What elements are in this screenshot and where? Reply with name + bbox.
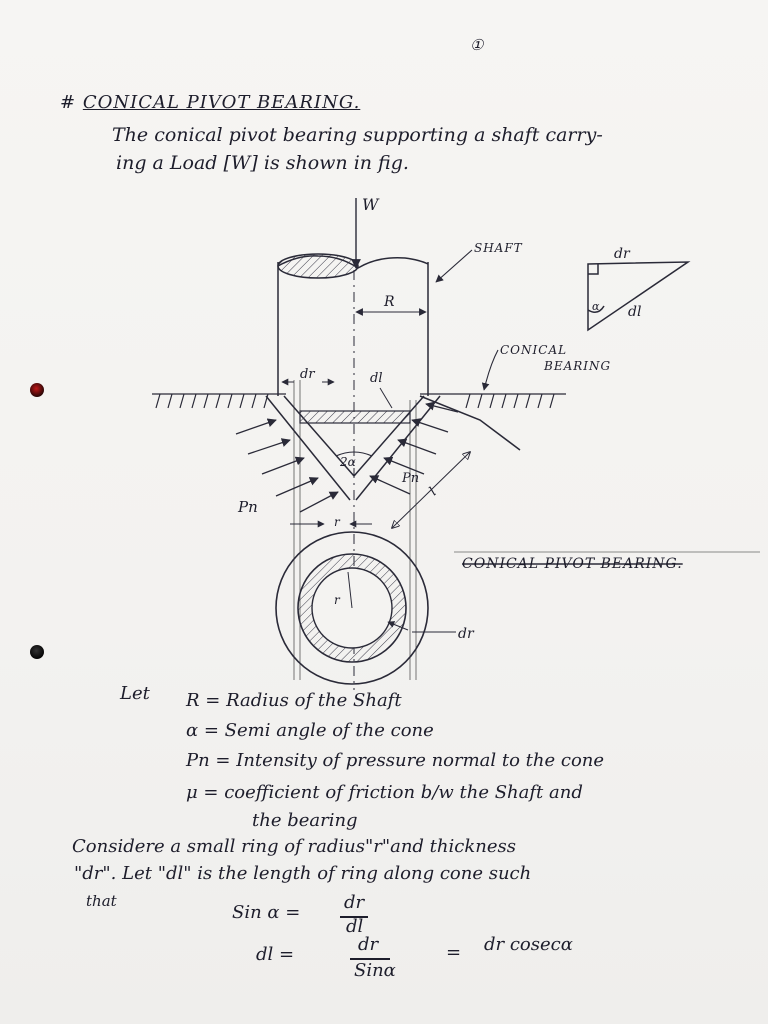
ring-r-label: r bbox=[334, 593, 341, 607]
radius-label: R bbox=[383, 294, 395, 310]
let-label: Let bbox=[120, 683, 150, 704]
definition-alpha: α = Semi angle of the cone bbox=[186, 720, 434, 741]
heading-marker: # bbox=[60, 92, 77, 113]
pn-left-label: Pn bbox=[237, 498, 258, 516]
triangle-alpha-label: α bbox=[592, 300, 600, 313]
ring-strip bbox=[299, 410, 411, 424]
dl-equation-lhs: dl = bbox=[256, 944, 295, 965]
heading-title: CONICAL PIVOT BEARING. bbox=[82, 92, 361, 113]
slant-dimension bbox=[392, 452, 470, 528]
shaft-label: SHAFT bbox=[474, 241, 523, 255]
definition-radius: R = Radius of the Shaft bbox=[186, 690, 402, 711]
page-number: ① bbox=[470, 36, 484, 54]
pn-right-label: Pn bbox=[401, 471, 419, 486]
geometry-triangle bbox=[587, 261, 691, 332]
section-heading: # CONICAL PIVOT BEARING. bbox=[60, 92, 360, 113]
intro-line-2: ing a Load [W] is shown in fig. bbox=[116, 152, 409, 174]
consider-line-3: that bbox=[86, 892, 117, 910]
sin-equation-numerator: dr bbox=[344, 892, 365, 913]
sin-equation-denominator: dl bbox=[346, 916, 364, 937]
definition-friction-cont: the bearing bbox=[252, 810, 358, 831]
dr-label: dr bbox=[300, 367, 315, 382]
definition-friction: μ = coefficient of friction b/w the Shaf… bbox=[186, 782, 583, 803]
ring-plan-view bbox=[275, 531, 429, 685]
consider-line-1: Considere a small ring of radius"r"and t… bbox=[72, 836, 516, 857]
conical-bearing-label-2: BEARING bbox=[543, 359, 611, 373]
load-label: W bbox=[362, 195, 380, 214]
binder-hole-top bbox=[30, 383, 44, 397]
triangle-dr-label: dr bbox=[614, 246, 631, 262]
ground-surface bbox=[152, 393, 566, 409]
dl-fraction-bar bbox=[350, 958, 390, 960]
angle-label: 2α bbox=[339, 455, 356, 469]
dl-equation-equals: = bbox=[446, 942, 462, 963]
dl-equation-numerator: dr bbox=[358, 934, 379, 955]
r-label: r bbox=[334, 515, 341, 529]
sin-equation-lhs: Sin α = bbox=[232, 902, 301, 923]
angle-arc bbox=[335, 451, 373, 457]
consider-line-2: "dr". Let "dl" is the length of ring alo… bbox=[74, 863, 532, 884]
dl-equation-rhs: dr cosecα bbox=[484, 934, 573, 955]
ring-dr-label: dr bbox=[458, 626, 475, 642]
diagram-caption: CONICAL PIVOT BEARING. bbox=[462, 556, 683, 572]
binder-hole-bottom bbox=[30, 645, 44, 659]
dl-equation-denominator: Sinα bbox=[354, 960, 396, 981]
intro-line-1: The conical pivot bearing supporting a s… bbox=[112, 124, 603, 146]
dl-label: dl bbox=[370, 371, 382, 386]
shaft bbox=[277, 253, 429, 396]
sin-fraction-bar bbox=[340, 916, 368, 918]
conical-bearing-label-1: CONICAL bbox=[500, 343, 567, 357]
triangle-dl-label: dl bbox=[628, 304, 641, 320]
definition-pressure: Pn = Intensity of pressure normal to the… bbox=[186, 750, 605, 771]
